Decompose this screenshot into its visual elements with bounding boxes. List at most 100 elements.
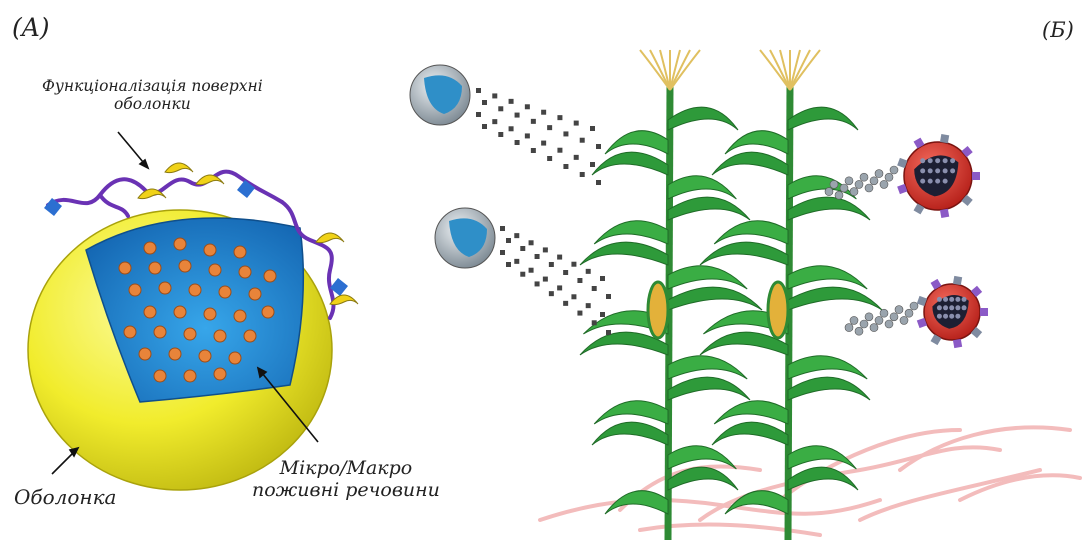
released-particle	[586, 303, 591, 308]
nutrient-particle	[154, 370, 166, 382]
nutrient-particle	[174, 306, 186, 318]
nanocapsule-large	[28, 210, 332, 490]
released-particle	[531, 119, 536, 124]
released-particle	[525, 104, 530, 109]
nutrient-particle	[179, 260, 191, 272]
nutrient-particle	[229, 352, 241, 364]
released-particle	[563, 301, 568, 306]
panel-a-label: (A)	[12, 14, 50, 43]
released-particle	[529, 240, 534, 245]
released-particle	[549, 262, 554, 267]
nutrient-particle	[234, 310, 246, 322]
nutrient-particle	[244, 330, 256, 342]
released-particle	[557, 148, 562, 153]
nutrients-label: Мікро/Макро поживні речовини	[252, 458, 440, 502]
nutrient-particle	[214, 368, 226, 380]
nutrient-particle	[234, 246, 246, 258]
released-particle	[520, 272, 525, 277]
released-particle	[535, 281, 540, 286]
released-particle	[557, 115, 562, 120]
released-particle	[606, 330, 611, 335]
released-particle	[515, 113, 520, 118]
nutrient-particle	[144, 242, 156, 254]
nutrient-particle	[264, 270, 276, 282]
released-particle	[574, 121, 579, 126]
nutrient-particle	[262, 306, 274, 318]
released-particle	[606, 294, 611, 299]
released-particle	[547, 156, 552, 161]
nutrient-particle	[184, 370, 196, 382]
functionalized-capsules	[825, 134, 988, 348]
released-particle	[580, 138, 585, 143]
released-particle	[515, 140, 520, 145]
released-particle	[571, 262, 576, 267]
nutrient-particle	[184, 328, 196, 340]
released-particle	[509, 126, 514, 131]
released-particle	[482, 100, 487, 105]
released-particle	[506, 262, 511, 267]
released-particle	[563, 131, 568, 136]
nutrient-particle	[149, 262, 161, 274]
released-particle	[586, 269, 591, 274]
released-particle	[476, 88, 481, 93]
nutrients-line1: Мікро/Макро	[252, 458, 440, 480]
released-particle	[514, 259, 519, 264]
released-particle	[492, 93, 497, 98]
released-particle	[529, 268, 534, 273]
released-particle	[543, 247, 548, 252]
nutrient-particle	[189, 284, 201, 296]
released-particle	[580, 172, 585, 177]
released-particle	[596, 144, 601, 149]
nutrient-particle	[174, 238, 186, 250]
released-particle	[509, 99, 514, 104]
released-particle	[557, 255, 562, 260]
released-particle	[600, 276, 605, 281]
released-particle	[574, 155, 579, 160]
nutrient-particle	[124, 326, 136, 338]
surface-functionalization-label: Функціоналізація поверхні оболонки	[42, 78, 263, 114]
nutrient-particle	[239, 266, 251, 278]
nutrient-particle	[204, 244, 216, 256]
nutrient-particle	[199, 350, 211, 362]
released-particle	[547, 125, 552, 130]
released-particle	[600, 312, 605, 317]
nutrient-particle	[209, 264, 221, 276]
nutrient-particle	[144, 306, 156, 318]
shell-label: Оболонка	[14, 486, 116, 509]
released-nutrient-particles	[476, 88, 611, 335]
released-particle	[498, 132, 503, 137]
released-particle	[531, 148, 536, 153]
released-particle	[500, 250, 505, 255]
released-particle	[492, 119, 497, 124]
nutrient-particle	[214, 330, 226, 342]
nutrient-particle	[159, 282, 171, 294]
release-capsules	[410, 65, 495, 268]
surface-functionalization-line1: Функціоналізація поверхні	[42, 78, 263, 96]
nutrient-particle	[169, 348, 181, 360]
released-particle	[592, 286, 597, 291]
released-particle	[506, 238, 511, 243]
released-particle	[571, 294, 576, 299]
released-particle	[590, 162, 595, 167]
nutrient-particle	[119, 262, 131, 274]
released-particle	[541, 110, 546, 115]
released-particle	[563, 270, 568, 275]
nutrient-particle	[249, 288, 261, 300]
nutrient-particle	[204, 308, 216, 320]
nutrient-particle	[154, 326, 166, 338]
released-particle	[482, 124, 487, 129]
released-particle	[535, 254, 540, 259]
nutrient-particle	[129, 284, 141, 296]
released-particle	[592, 320, 597, 325]
released-particle	[476, 112, 481, 117]
panel-b-label: (Б)	[1042, 18, 1074, 42]
released-particle	[596, 180, 601, 185]
released-particle	[577, 278, 582, 283]
released-particle	[498, 106, 503, 111]
released-particle	[590, 126, 595, 131]
released-particle	[557, 285, 562, 290]
released-particle	[563, 164, 568, 169]
functionalized-capsule	[845, 276, 988, 348]
nutrient-particle	[139, 348, 151, 360]
released-particle	[577, 311, 582, 316]
